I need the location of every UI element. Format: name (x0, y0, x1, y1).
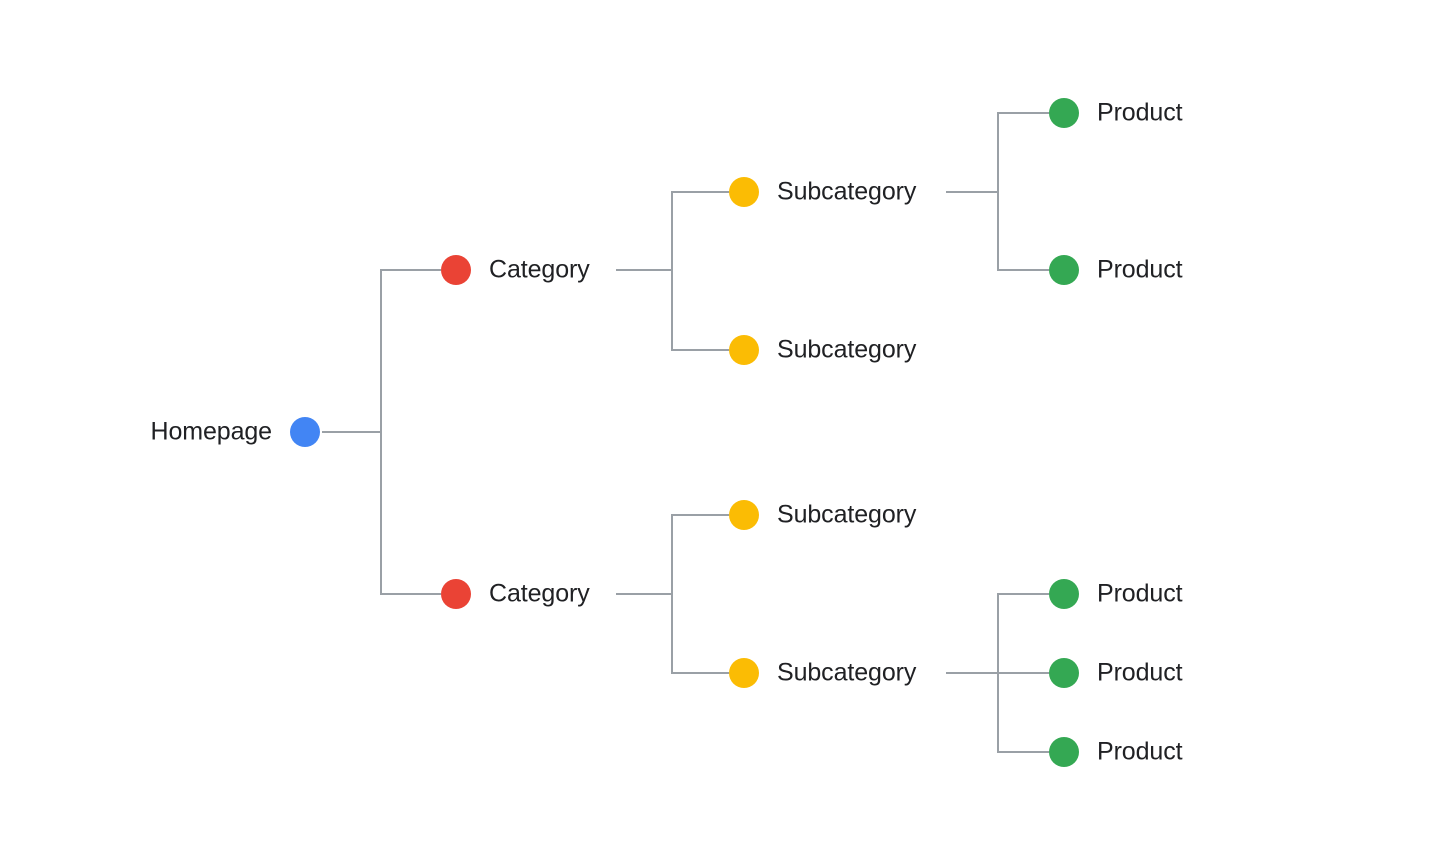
node-label-prod1: Product (1097, 98, 1183, 127)
edge-sub1-to-prod1 (946, 112, 1049, 193)
edge-homepage-to-cat1 (322, 269, 441, 433)
node-label-cat2: Category (489, 579, 590, 608)
edge-sub4-to-prod5 (946, 672, 1049, 753)
node-label-sub2: Subcategory (777, 335, 917, 364)
edge-cat1-to-sub1 (616, 191, 729, 271)
node-product-prod4[interactable] (1049, 658, 1079, 688)
node-homepage-homepage[interactable] (290, 417, 320, 447)
node-subcategory-sub2[interactable] (729, 335, 759, 365)
node-label-prod2: Product (1097, 255, 1183, 284)
node-label-prod3: Product (1097, 579, 1183, 608)
node-product-prod1[interactable] (1049, 98, 1079, 128)
node-subcategory-sub1[interactable] (729, 177, 759, 207)
node-label-sub4: Subcategory (777, 658, 917, 687)
node-product-prod2[interactable] (1049, 255, 1079, 285)
node-subcategory-sub3[interactable] (729, 500, 759, 530)
edge-sub4-to-prod3 (946, 593, 1049, 674)
node-label-sub3: Subcategory (777, 500, 917, 529)
node-subcategory-sub4[interactable] (729, 658, 759, 688)
edge-cat1-to-sub2 (616, 269, 729, 351)
edge-cat2-to-sub4 (616, 593, 729, 674)
node-label-homepage: Homepage (150, 417, 272, 446)
node-category-cat2[interactable] (441, 579, 471, 609)
node-label-prod5: Product (1097, 737, 1183, 766)
node-product-prod3[interactable] (1049, 579, 1079, 609)
node-label-sub1: Subcategory (777, 177, 917, 206)
node-product-prod5[interactable] (1049, 737, 1079, 767)
edge-sub1-to-prod2 (946, 191, 1049, 271)
node-label-prod4: Product (1097, 658, 1183, 687)
node-category-cat1[interactable] (441, 255, 471, 285)
edge-homepage-to-cat2 (322, 431, 441, 595)
node-label-cat1: Category (489, 255, 590, 284)
edge-cat2-to-sub3 (616, 514, 729, 595)
